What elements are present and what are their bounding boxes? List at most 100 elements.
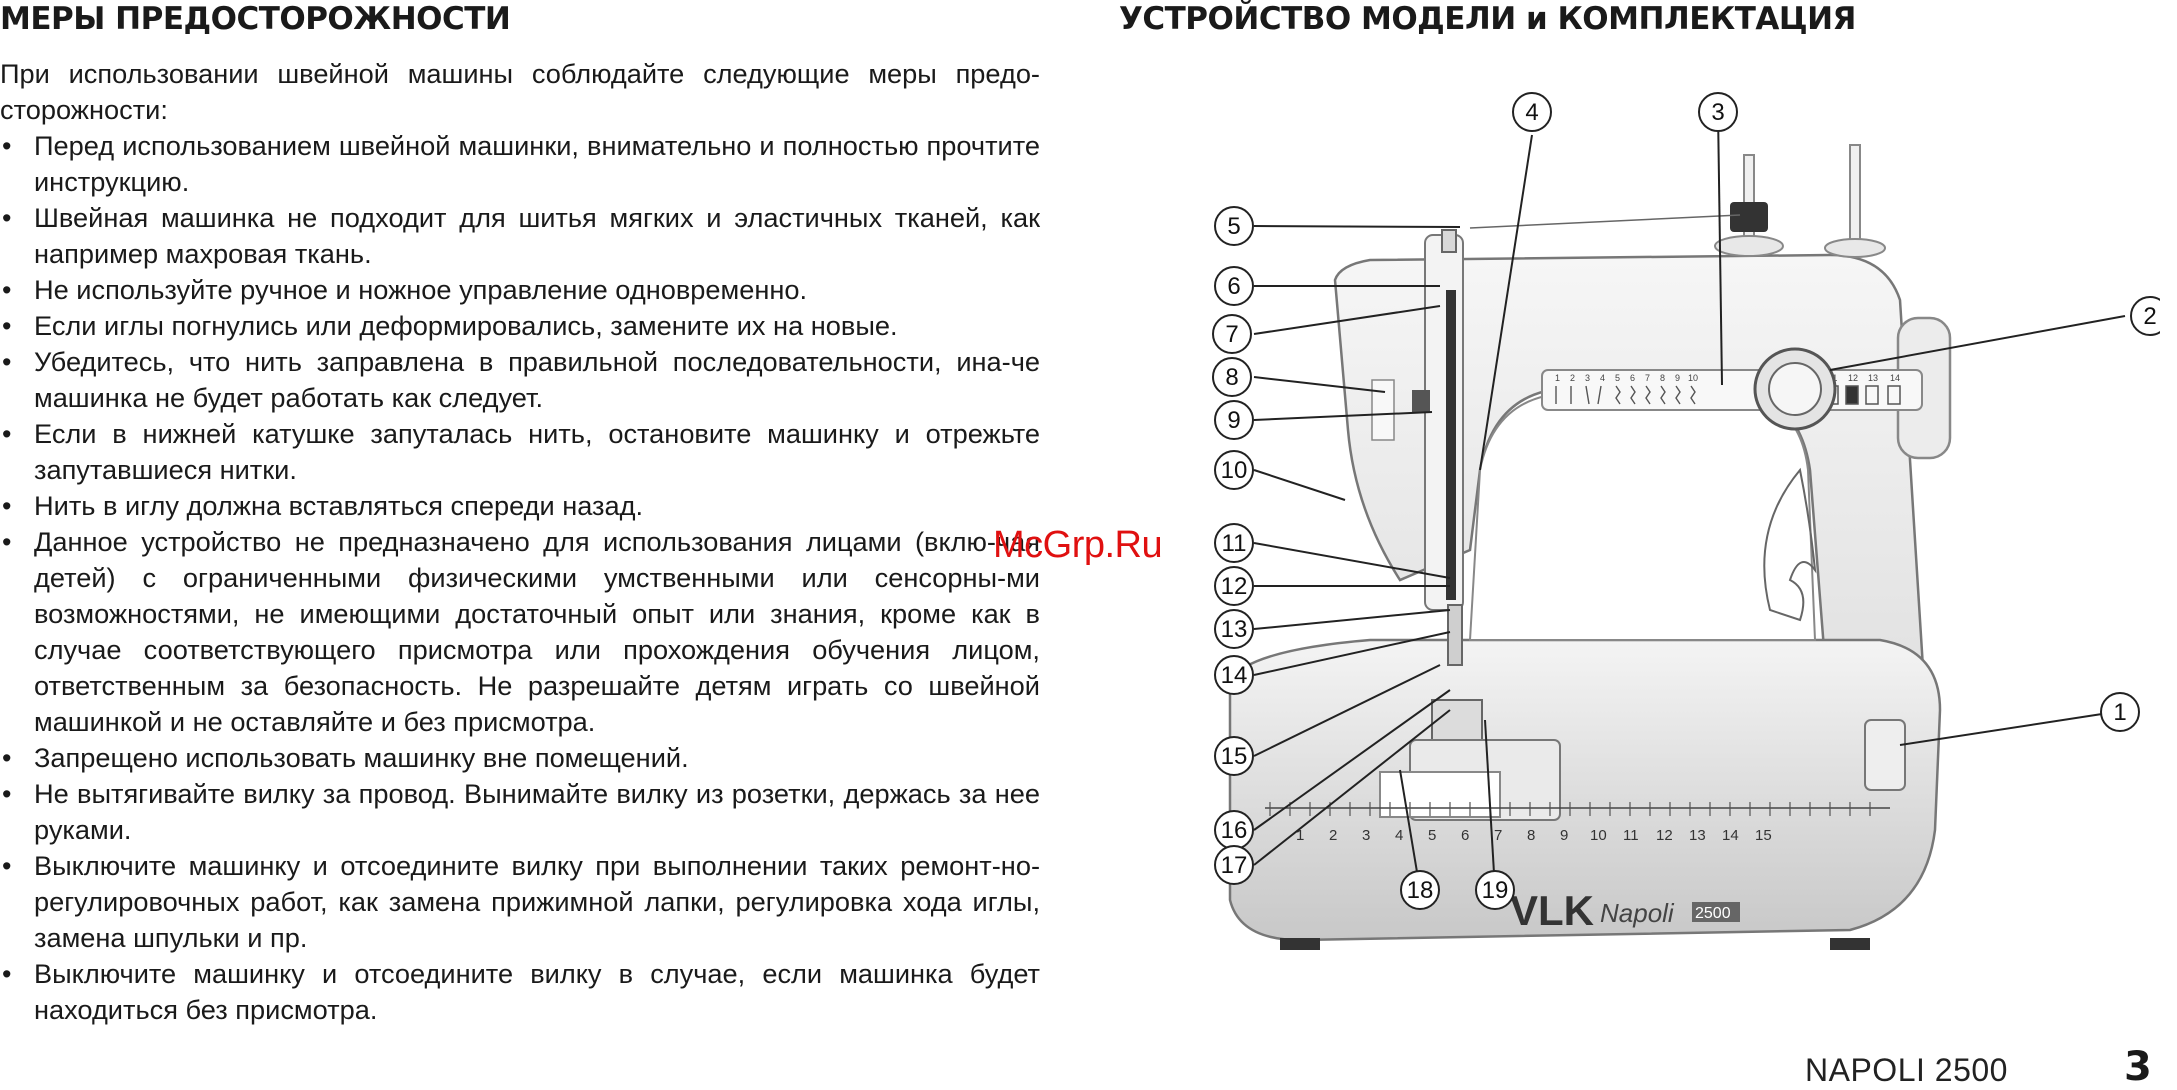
stitch-length-indicator <box>1371 379 1395 441</box>
callout-number: 11 <box>1222 530 1247 557</box>
bullet: • <box>2 311 12 341</box>
bullet: • <box>2 347 12 377</box>
front-cover <box>1424 234 1464 611</box>
footer-model: NAPOLI 2500 <box>1805 1052 2008 1088</box>
bullet: • <box>2 851 12 881</box>
page-number: 3 <box>2124 1044 2152 1090</box>
stitch-number: 1 <box>1555 373 1560 383</box>
callout-circle <box>1214 566 1254 606</box>
bullet: • <box>2 779 12 809</box>
callout-number: 17 <box>1221 852 1248 879</box>
sewing-machine-diagram: 1 2 3 4 5 6 7 8 9 10 11 12 13 14 1 2 3 4… <box>1212 92 2160 950</box>
ruler-number: 15 <box>1755 827 1772 844</box>
callout-circle <box>1214 736 1254 776</box>
safety-rule: •Запрещено использовать машинку вне поме… <box>0 740 1040 776</box>
safety-heading: МЕРЫ ПРЕДОСТОРОЖНОСТИ <box>0 1 511 37</box>
stitch-number: 14 <box>1890 373 1900 383</box>
bullet: • <box>2 203 12 233</box>
callout-number: 4 <box>1525 99 1538 126</box>
safety-rule: •Если в нижней катушке запуталась нить, … <box>2 418 1040 485</box>
ruler-number: 2 <box>1329 827 1337 844</box>
callout-number: 9 <box>1227 407 1240 434</box>
callout-circle <box>1214 266 1254 306</box>
callout-circle <box>1214 206 1254 246</box>
callout-leader-lines <box>1253 111 2126 891</box>
thread-line <box>1469 214 1741 229</box>
bullet: • <box>2 491 12 521</box>
safety-rule: •Если иглы погнулись или деформировались… <box>0 308 1040 344</box>
machine-base <box>1228 638 1942 942</box>
ruler-number: 9 <box>1560 827 1568 844</box>
safety-rule: •Выключите машинку и отсоедините вилку п… <box>2 850 1040 953</box>
callout-number: 13 <box>1221 616 1248 643</box>
callout-circle <box>1212 357 1252 397</box>
callout-circle <box>1214 845 1254 885</box>
callout-number: 6 <box>1227 273 1240 300</box>
safety-rule: •Швейная машинка не подходит для шитья м… <box>2 202 1040 269</box>
tension-knob <box>1412 390 1430 412</box>
callout-circle <box>1475 870 1515 910</box>
callout-circle <box>1214 655 1254 695</box>
stitch-number: 10 <box>1688 373 1698 383</box>
ruler-number: 1 <box>1296 827 1304 844</box>
ruler-number: 8 <box>1527 827 1535 844</box>
ruler-number: 3 <box>1362 827 1370 844</box>
safety-rule: •Не вытягивайте вилку за провод. Вынимай… <box>2 778 1040 845</box>
callout-circle <box>1698 92 1738 132</box>
bullet: • <box>2 527 12 557</box>
bullet: • <box>2 743 12 773</box>
thread-spool <box>1730 202 1768 232</box>
callout-number: 19 <box>1482 877 1509 904</box>
ruler-number: 13 <box>1689 827 1706 844</box>
callout-number: 3 <box>1711 99 1724 126</box>
callout-circle <box>1214 609 1254 649</box>
ruler-number: 5 <box>1428 827 1436 844</box>
ruler-number: 6 <box>1461 827 1469 844</box>
ruler-number: 14 <box>1722 827 1739 844</box>
stitch-number: 4 <box>1600 373 1605 383</box>
bobbin-cover <box>1379 771 1501 818</box>
stitch-chart-panel <box>1541 369 1923 411</box>
bullet: • <box>2 959 12 989</box>
ruler-number: 7 <box>1494 827 1502 844</box>
callout-number: 5 <box>1227 213 1240 240</box>
callout-number: 2 <box>2143 303 2156 330</box>
safety-rule: •Нить в иглу должна вставляться спереди … <box>0 488 1040 524</box>
stitch-number: 5 <box>1615 373 1620 383</box>
callout-circle <box>1400 870 1440 910</box>
stitch-number-labels: 1 2 3 4 5 6 7 8 9 10 11 12 13 14 <box>1555 373 1900 383</box>
callout-circle <box>1212 314 1252 354</box>
ruler-number: 4 <box>1395 827 1403 844</box>
stitch-number: 3 <box>1585 373 1590 383</box>
callout-circle <box>1214 450 1254 490</box>
ruler-number: 10 <box>1590 827 1607 844</box>
safety-rule: •Выключите машинку и отсоедините вилку в… <box>2 958 1040 1025</box>
safety-rule: •Убедитесь, что нить заправлена в правил… <box>2 346 1040 413</box>
power-switch <box>1864 719 1906 791</box>
callout-number: 14 <box>1221 662 1248 689</box>
safety-intro: При использовании швейной машины соблюда… <box>0 58 1040 125</box>
callout-number: 16 <box>1221 817 1248 844</box>
stitch-number: 2 <box>1570 373 1575 383</box>
stitch-number: 12 <box>1848 373 1858 383</box>
safety-rule: •Не используйте ручное и ножное управлен… <box>0 272 1040 308</box>
ruler-labels: 1 2 3 4 5 6 7 8 9 10 11 12 13 14 15 <box>1296 827 1772 844</box>
callout-number: 7 <box>1225 321 1238 348</box>
callout-circle <box>1214 523 1254 563</box>
callout-number: 12 <box>1221 573 1248 600</box>
thread-guide-slot <box>1446 290 1456 600</box>
stitch-number: 9 <box>1675 373 1680 383</box>
stitch-number: 13 <box>1868 373 1878 383</box>
callout-number: 18 <box>1407 877 1434 904</box>
needle-clamp <box>1447 604 1463 666</box>
stitch-number: 6 <box>1630 373 1635 383</box>
presser-foot <box>1431 699 1483 741</box>
bullet: • <box>2 131 12 161</box>
callout-circle <box>2130 296 2160 336</box>
bullet: • <box>2 419 12 449</box>
stitch-number: 7 <box>1645 373 1650 383</box>
ruler-number: 11 <box>1623 827 1639 844</box>
safety-rule: •Перед использованием швейной машинки, в… <box>2 130 1040 197</box>
ruler-number: 12 <box>1656 827 1673 844</box>
